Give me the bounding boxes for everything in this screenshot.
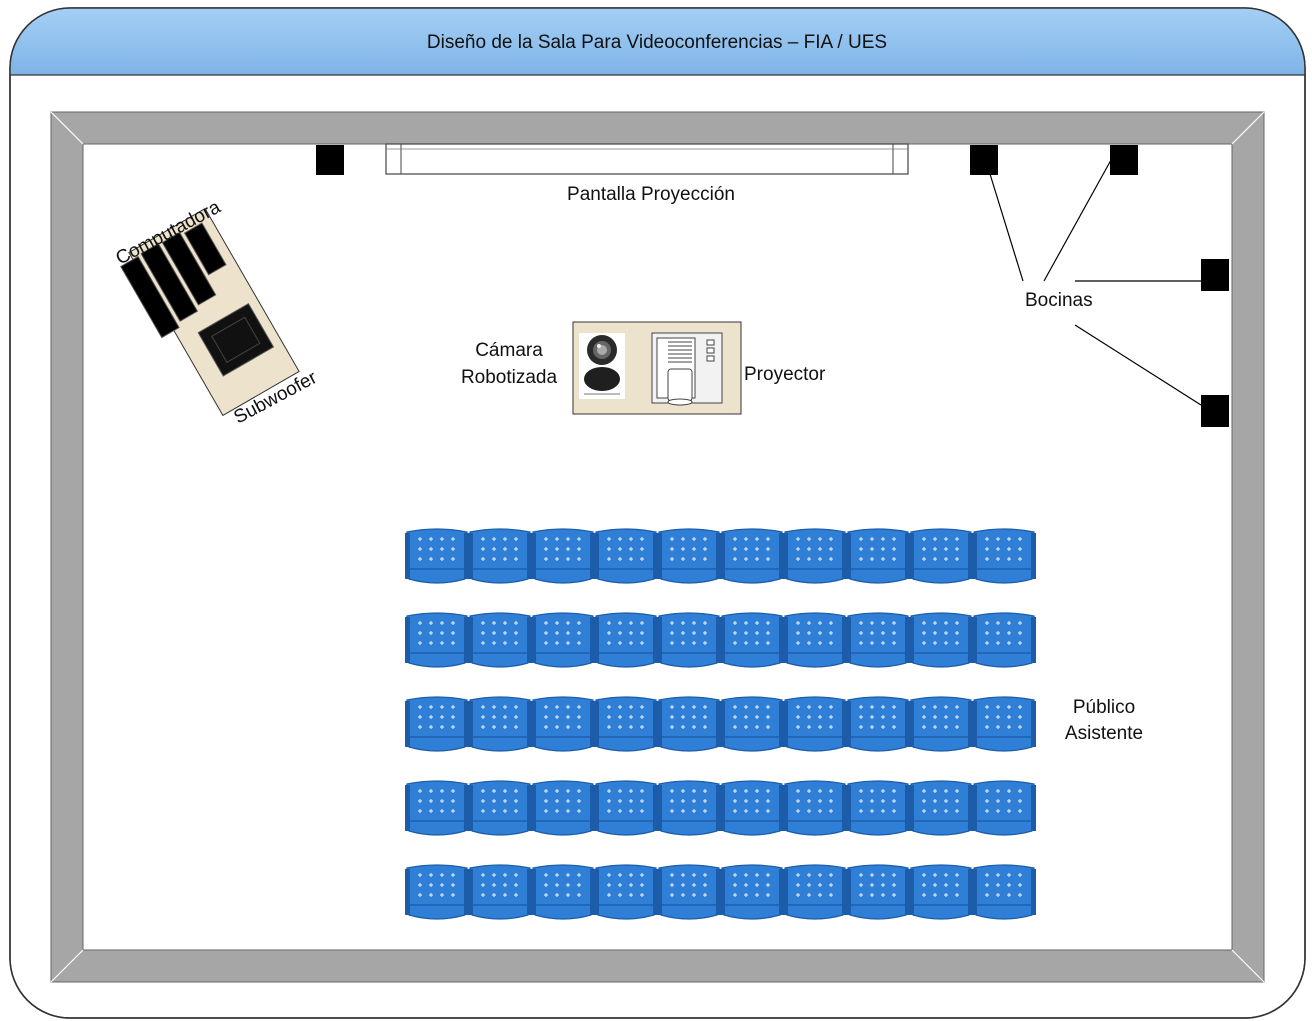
- seat-icon: [909, 612, 973, 668]
- computer-desk: [120, 207, 300, 417]
- monitor-icon: [183, 222, 227, 276]
- seat-icon: [657, 612, 721, 668]
- seat-icon: [405, 612, 469, 668]
- seat-icon: [846, 612, 910, 668]
- seat-icon: [720, 864, 784, 920]
- seat-icon: [720, 612, 784, 668]
- projection-screen: [385, 143, 909, 175]
- seat-icon: [594, 528, 658, 584]
- seat-icon: [972, 612, 1036, 668]
- seat-icon: [783, 528, 847, 584]
- seat-icon: [531, 864, 595, 920]
- projector-icon: [651, 332, 723, 406]
- seat-icon: [405, 528, 469, 584]
- speaker-icon: [316, 145, 344, 175]
- header-bar: [10, 8, 1305, 75]
- speaker-icon: [970, 145, 998, 175]
- webcam-icon: [579, 333, 625, 399]
- seat-icon: [594, 780, 658, 836]
- seat-icon: [783, 696, 847, 752]
- seat-icon: [405, 780, 469, 836]
- monitor-icon: [161, 231, 217, 306]
- speaker-icon: [1201, 259, 1229, 291]
- seat-icon: [972, 864, 1036, 920]
- seat-icon: [846, 528, 910, 584]
- screen-label: Pantalla Proyección: [567, 184, 735, 205]
- seat-icon: [657, 864, 721, 920]
- seat-icon: [972, 696, 1036, 752]
- seat-icon: [909, 696, 973, 752]
- seat-icon: [594, 864, 658, 920]
- audience-label-line2: Asistente: [1065, 723, 1143, 744]
- seat-icon: [468, 696, 532, 752]
- seat-icon: [657, 696, 721, 752]
- seat-icon: [468, 528, 532, 584]
- page-title: Diseño de la Sala Para Videoconferencias…: [427, 32, 887, 53]
- seat-icon: [846, 780, 910, 836]
- seat-icon: [909, 780, 973, 836]
- seat-icon: [783, 864, 847, 920]
- seat-icon: [783, 780, 847, 836]
- seat-icon: [972, 528, 1036, 584]
- seat-icon: [468, 864, 532, 920]
- seat-icon: [405, 696, 469, 752]
- seat-icon: [720, 696, 784, 752]
- seat-icon: [531, 780, 595, 836]
- seat-icon: [468, 780, 532, 836]
- seat-icon: [531, 612, 595, 668]
- seat-icon: [972, 780, 1036, 836]
- seat-icon: [783, 612, 847, 668]
- subwoofer-icon: [197, 302, 275, 377]
- seat-icon: [531, 528, 595, 584]
- seat-icon: [909, 864, 973, 920]
- audience-seating: [405, 528, 1036, 920]
- seat-icon: [846, 864, 910, 920]
- speakers-label: Bocinas: [1025, 290, 1093, 311]
- speaker-connector-lines: [989, 159, 1202, 406]
- speakers: [316, 145, 1229, 427]
- speaker-icon: [1201, 395, 1229, 427]
- seat-icon: [657, 528, 721, 584]
- seat-icon: [909, 528, 973, 584]
- seat-icon: [720, 528, 784, 584]
- seat-icon: [720, 780, 784, 836]
- speaker-icon: [1110, 145, 1138, 175]
- monitor-icon: [140, 242, 199, 322]
- seat-icon: [405, 864, 469, 920]
- camera-label-line1: Cámara: [475, 340, 543, 361]
- seat-icon: [657, 780, 721, 836]
- seat-icon: [531, 696, 595, 752]
- seat-icon: [846, 696, 910, 752]
- camera-label-line2: Robotizada: [461, 367, 558, 388]
- seat-icon: [594, 696, 658, 752]
- seat-icon: [594, 612, 658, 668]
- monitor-icon: [120, 255, 180, 339]
- audience-label-line1: Público: [1073, 697, 1135, 718]
- seat-icon: [468, 612, 532, 668]
- projector-label: Proyector: [744, 364, 826, 385]
